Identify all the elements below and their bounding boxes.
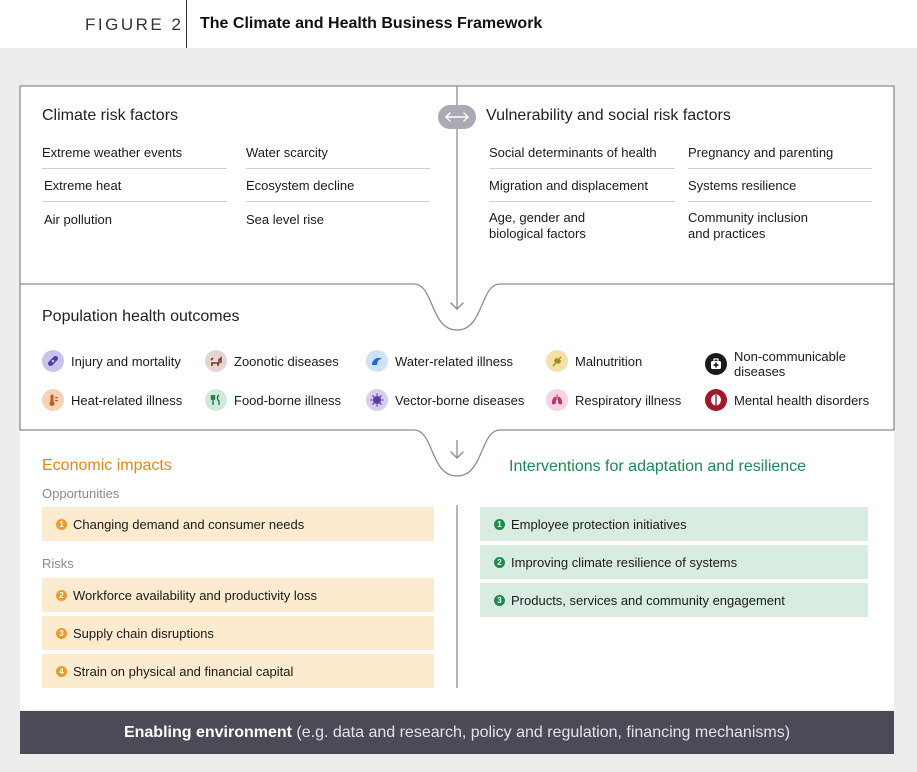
vulnerability-item: Systems resilience — [688, 178, 797, 193]
lungs-icon — [546, 389, 568, 411]
economic-opportunity-label: Changing demand and consumer needs — [73, 516, 305, 532]
outcome-label: Food-borne illness — [234, 392, 341, 408]
economic-risk-label: Supply chain disruptions — [73, 625, 214, 641]
outcome-noncommunicable: Non-communicable diseases — [705, 349, 846, 379]
intervention-label: Improving climate resilience of systems — [511, 554, 738, 570]
outcome-label: Water-related illness — [395, 353, 514, 369]
climate-item: Water scarcity — [246, 145, 328, 160]
enabling-environment-examples: (e.g. data and research, policy and regu… — [291, 723, 791, 741]
opportunities-label: Opportunities — [42, 486, 120, 501]
utensils-icon — [205, 389, 227, 411]
climate-item: Ecosystem decline — [246, 178, 355, 193]
outcome-heat: Heat-related illness — [42, 389, 182, 411]
climate-item: Extreme heat — [44, 178, 122, 193]
wheat-icon — [546, 350, 568, 372]
economic-risk-label: Workforce availability and productivity … — [73, 587, 317, 603]
outcome-label: Injury and mortality — [71, 353, 181, 369]
economic-opportunity: 1 Changing demand and consumer needs — [42, 507, 434, 541]
outcome-mental: Mental health disorders — [705, 389, 869, 411]
outcome-zoonotic: Zoonotic diseases — [205, 350, 339, 372]
number-badge: 3 — [494, 594, 505, 606]
outcome-vector: Vector-borne diseases — [366, 389, 524, 411]
outcome-label: Malnutrition — [575, 353, 643, 369]
number-badge: 4 — [56, 665, 67, 677]
outcome-injury: Injury and mortality — [42, 350, 181, 372]
figure-title: The Climate and Health Business Framewor… — [200, 15, 543, 32]
brain-icon — [705, 389, 727, 411]
vulnerability-heading: Vulnerability and social risk factors — [486, 107, 731, 124]
intervention-item: 1 Employee protection initiatives — [480, 507, 868, 541]
climate-item: Sea level rise — [246, 212, 325, 227]
climate-risk-heading: Climate risk factors — [42, 107, 179, 124]
vulnerability-item: Age, gender and biological factors — [489, 210, 586, 241]
economic-risk-label: Strain on physical and financial capital — [73, 663, 294, 679]
vulnerability-item: Migration and displacement — [489, 178, 648, 193]
outcome-malnutrition: Malnutrition — [546, 350, 642, 372]
thermometer-icon — [42, 389, 64, 411]
bandage-icon — [42, 350, 64, 372]
economic-risk: 4 Strain on physical and financial capit… — [42, 654, 434, 688]
outcome-water: Water-related illness — [366, 350, 513, 372]
number-badge: 2 — [56, 589, 67, 601]
outcome-label: Respiratory illness — [575, 392, 682, 408]
enabling-environment-title: Enabling environment — [123, 723, 292, 741]
outcomes-heading: Population health outcomes — [42, 308, 240, 325]
animal-icon — [205, 350, 227, 372]
economic-impacts-heading: Economic impacts — [42, 457, 172, 474]
economic-risk: 2 Workforce availability and productivit… — [42, 578, 434, 612]
outcome-label: Mental health disorders — [734, 392, 870, 408]
intervention-label: Employee protection initiatives — [511, 516, 687, 532]
climate-item: Extreme weather events — [42, 145, 183, 160]
outcome-label: Vector-borne diseases — [395, 392, 525, 408]
wave-icon — [366, 350, 388, 372]
climate-item: Air pollution — [44, 212, 112, 227]
number-badge: 1 — [56, 518, 67, 530]
vulnerability-item: Community inclusion and practices — [688, 210, 808, 241]
figure-label: FIGURE 2 — [85, 15, 184, 34]
vulnerability-item: Social determinants of health — [489, 145, 657, 160]
intervention-label: Products, services and community engagem… — [511, 592, 785, 608]
enabling-environment-bar: Enabling environment (e.g. data and rese… — [20, 711, 894, 754]
figure-divider — [186, 0, 187, 48]
outcome-label: Heat-related illness — [71, 392, 183, 408]
number-badge: 1 — [494, 518, 505, 530]
outcome-respiratory: Respiratory illness — [546, 389, 681, 411]
vulnerability-item: Pregnancy and parenting — [688, 145, 834, 160]
number-badge: 3 — [56, 627, 67, 639]
virus-icon — [366, 389, 388, 411]
outcome-food: Food-borne illness — [205, 389, 341, 411]
arrow-down-icon — [450, 302, 464, 310]
number-badge: 2 — [494, 556, 505, 568]
risks-label: Risks — [42, 556, 74, 571]
economic-risk: 3 Supply chain disruptions — [42, 616, 434, 650]
outcome-label: Zoonotic diseases — [234, 353, 339, 369]
interventions-heading: Interventions for adaptation and resilie… — [509, 458, 807, 475]
outcome-label: Non-communicable diseases — [734, 349, 846, 379]
arrow-down-icon-2 — [450, 451, 464, 459]
intervention-item: 3 Products, services and community engag… — [480, 583, 868, 617]
intervention-item: 2 Improving climate resilience of system… — [480, 545, 868, 579]
medical-bag-icon — [705, 353, 727, 375]
